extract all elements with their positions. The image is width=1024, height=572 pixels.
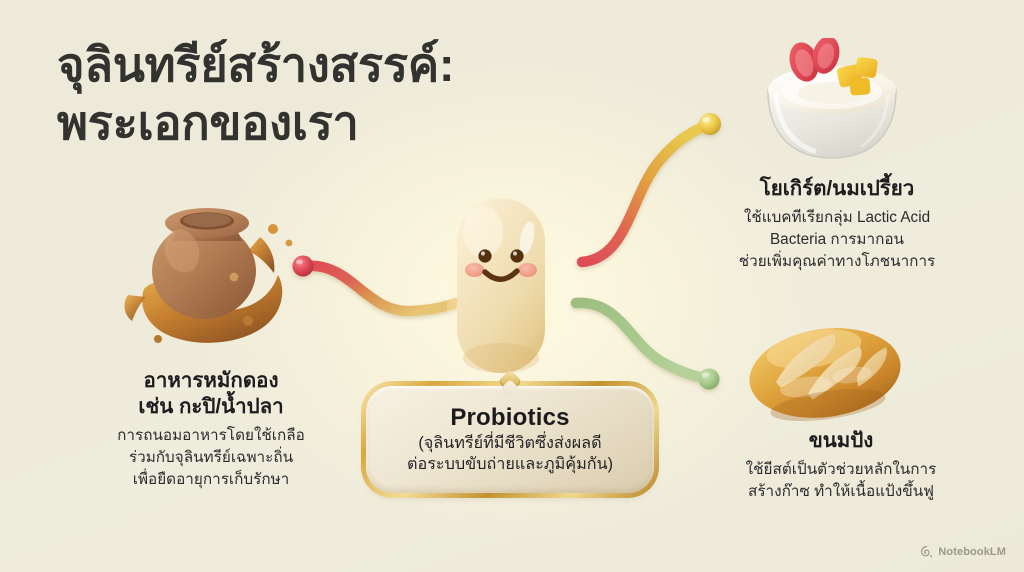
notebooklm-spiral-icon	[921, 546, 933, 558]
branch-caption-yogurt: โยเกิร์ต/นมเปรี้ยว ใช้แบคทีเรียกลุ่ม Lac…	[692, 176, 982, 272]
fermented-heading: อาหารหมักดอง เช่น กะปิ/น้ำปลา	[138, 369, 284, 419]
fermented-body: การถนอมอาหารโดยใช้เกลือ ร่วมกับจุลินทรีย…	[117, 427, 305, 488]
bread-body: ใช้ยีสต์เป็นตัวช่วยหลักในการ สร้างก๊าซ ท…	[745, 461, 937, 500]
probiotics-description: (จุลินทรีย์ที่มีชีวิตซึ่งส่งผลดี ต่อระบบ…	[406, 433, 614, 473]
connector-fermented	[292, 255, 462, 317]
probiotics-title: Probiotics	[450, 403, 570, 431]
bread-loaf-illustration	[744, 313, 906, 425]
branch-caption-fermented: อาหารหมักดอง เช่น กะปิ/น้ำปลา การถนอมอาห…	[66, 368, 356, 491]
probiotics-label-box: Probiotics (จุลินทรีย์ที่มีชีวิตซึ่งส่งผ…	[361, 369, 659, 498]
probiotic-capsule-mascot	[441, 192, 561, 379]
notebooklm-label: NotebookLM	[938, 545, 1006, 558]
connector-bread	[570, 297, 720, 390]
yogurt-body: ใช้แบคทีเรียกลุ่ม Lactic Acid Bacteria ก…	[738, 209, 936, 270]
yogurt-bowl-illustration	[752, 36, 912, 166]
bread-heading: ขนมปัง	[808, 429, 874, 452]
page-title: จุลินทรีย์สร้างสรรค์: พระเอกของเรา	[57, 38, 455, 150]
yogurt-heading: โยเกิร์ต/นมเปรี้ยว	[759, 177, 915, 200]
clay-pot-illustration	[120, 193, 306, 353]
notebooklm-watermark: NotebookLM	[920, 545, 1006, 558]
branch-caption-bread: ขนมปัง ใช้ยีสต์เป็นตัวช่วยหลักในการ สร้า…	[700, 428, 982, 503]
